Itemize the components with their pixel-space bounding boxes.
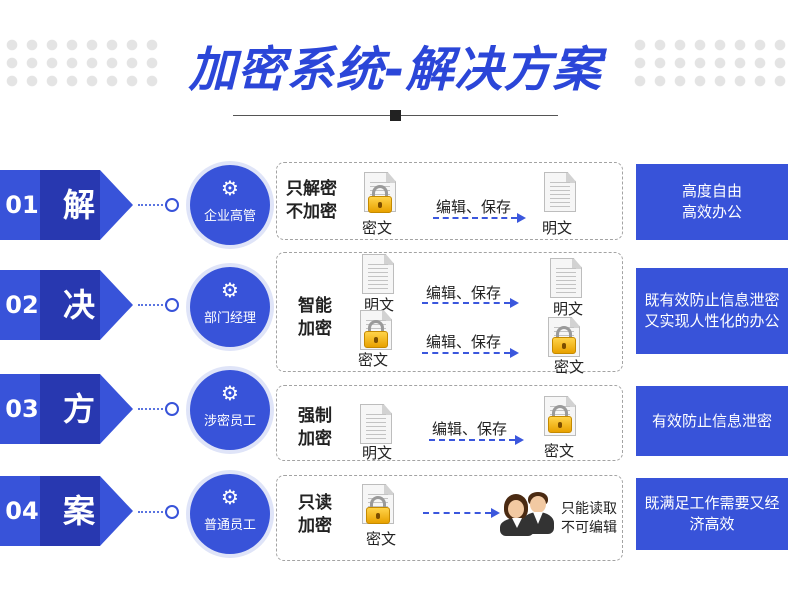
role-label: 普通员工 — [203, 518, 256, 533]
action-label: 编辑、保存 — [426, 333, 502, 351]
row-character: 解 — [62, 186, 95, 224]
role-circle-classified-staff: ⚙ 涉密员工 — [190, 370, 270, 450]
row-connector — [138, 408, 170, 410]
mode-label: 只读加密 — [298, 493, 332, 536]
title-divider-marker — [390, 110, 401, 121]
action-label: 编辑、保存 — [432, 420, 508, 438]
flow-arrow — [422, 352, 510, 354]
to-caption: 明文 — [542, 219, 573, 237]
row-number: 04 — [5, 497, 39, 525]
mode-label: 强制加密 — [298, 406, 332, 449]
document-icon — [360, 404, 392, 444]
gear-icon: ⚙ — [221, 278, 239, 302]
from-caption: 明文 — [362, 444, 393, 462]
decorative-dots-left — [2, 36, 162, 90]
role-label: 部门经理 — [203, 311, 256, 326]
connector-ring — [165, 198, 179, 212]
result-box-01: 高度自由 高效办公 — [636, 164, 788, 240]
row-character: 决 — [62, 286, 95, 324]
document-icon — [544, 172, 576, 212]
from-caption: 密文 — [362, 219, 393, 237]
lock-icon — [552, 326, 576, 354]
row-number: 01 — [5, 191, 39, 219]
arrow-head — [510, 348, 519, 358]
result-box-03: 有效防止信息泄密 — [636, 386, 788, 456]
mode-label: 只解密不加密 — [286, 179, 337, 222]
row-badge-04: 04 案 — [0, 476, 133, 546]
users-icon — [500, 488, 556, 536]
to-caption: 密文 — [544, 442, 575, 460]
document-icon — [362, 254, 394, 294]
page-title: 加密系统-解决方案 — [188, 42, 602, 98]
row-connector — [138, 204, 170, 206]
lock-icon — [366, 496, 390, 524]
role-circle-executive: ⚙ 企业高管 — [190, 165, 270, 245]
to-caption: 明文 — [553, 300, 584, 318]
result-box-04: 既满足工作需要又经济高效 — [636, 478, 788, 550]
from-caption: 明文 — [364, 296, 395, 314]
flow-arrow — [433, 217, 517, 219]
from-caption: 密文 — [358, 351, 389, 369]
connector-ring — [165, 298, 179, 312]
arrow-head — [517, 213, 526, 223]
role-label: 企业高管 — [203, 209, 256, 224]
lock-icon — [368, 185, 392, 213]
row-character: 方 — [62, 390, 95, 428]
row-badge-03: 03 方 — [0, 374, 133, 444]
decorative-dots-right — [630, 36, 790, 90]
action-label: 编辑、保存 — [426, 284, 502, 302]
gear-icon: ⚙ — [221, 381, 239, 405]
arrow-head — [515, 435, 524, 445]
connector-ring — [165, 402, 179, 416]
lock-icon — [548, 405, 572, 433]
mode-label: 智能加密 — [298, 296, 332, 339]
flow-panel-04 — [276, 475, 623, 561]
gear-icon: ⚙ — [221, 485, 239, 509]
connector-ring — [165, 505, 179, 519]
flow-arrow — [423, 512, 491, 514]
role-circle-manager: ⚙ 部门经理 — [190, 267, 270, 347]
row-connector — [138, 304, 170, 306]
row-badge-01: 01 解 — [0, 170, 133, 240]
gear-icon: ⚙ — [221, 176, 239, 200]
role-circle-general-staff: ⚙ 普通员工 — [190, 474, 270, 554]
from-caption: 密文 — [366, 530, 397, 548]
readonly-caption: 只能读取不可编辑 — [561, 501, 617, 536]
row-badge-02: 02 决 — [0, 270, 133, 340]
role-label: 涉密员工 — [203, 414, 256, 429]
lock-icon — [364, 320, 388, 348]
arrow-head — [491, 508, 500, 518]
document-icon — [550, 258, 582, 298]
flow-arrow — [422, 302, 510, 304]
row-connector — [138, 511, 170, 513]
row-number: 03 — [5, 395, 39, 423]
arrow-head — [510, 298, 519, 308]
row-character: 案 — [62, 492, 95, 530]
action-label: 编辑、保存 — [436, 198, 512, 216]
row-number: 02 — [5, 291, 39, 319]
to-caption: 密文 — [554, 358, 585, 376]
result-box-02: 既有效防止信息泄密又实现人性化的办公 — [636, 268, 788, 354]
flow-arrow — [429, 439, 515, 441]
